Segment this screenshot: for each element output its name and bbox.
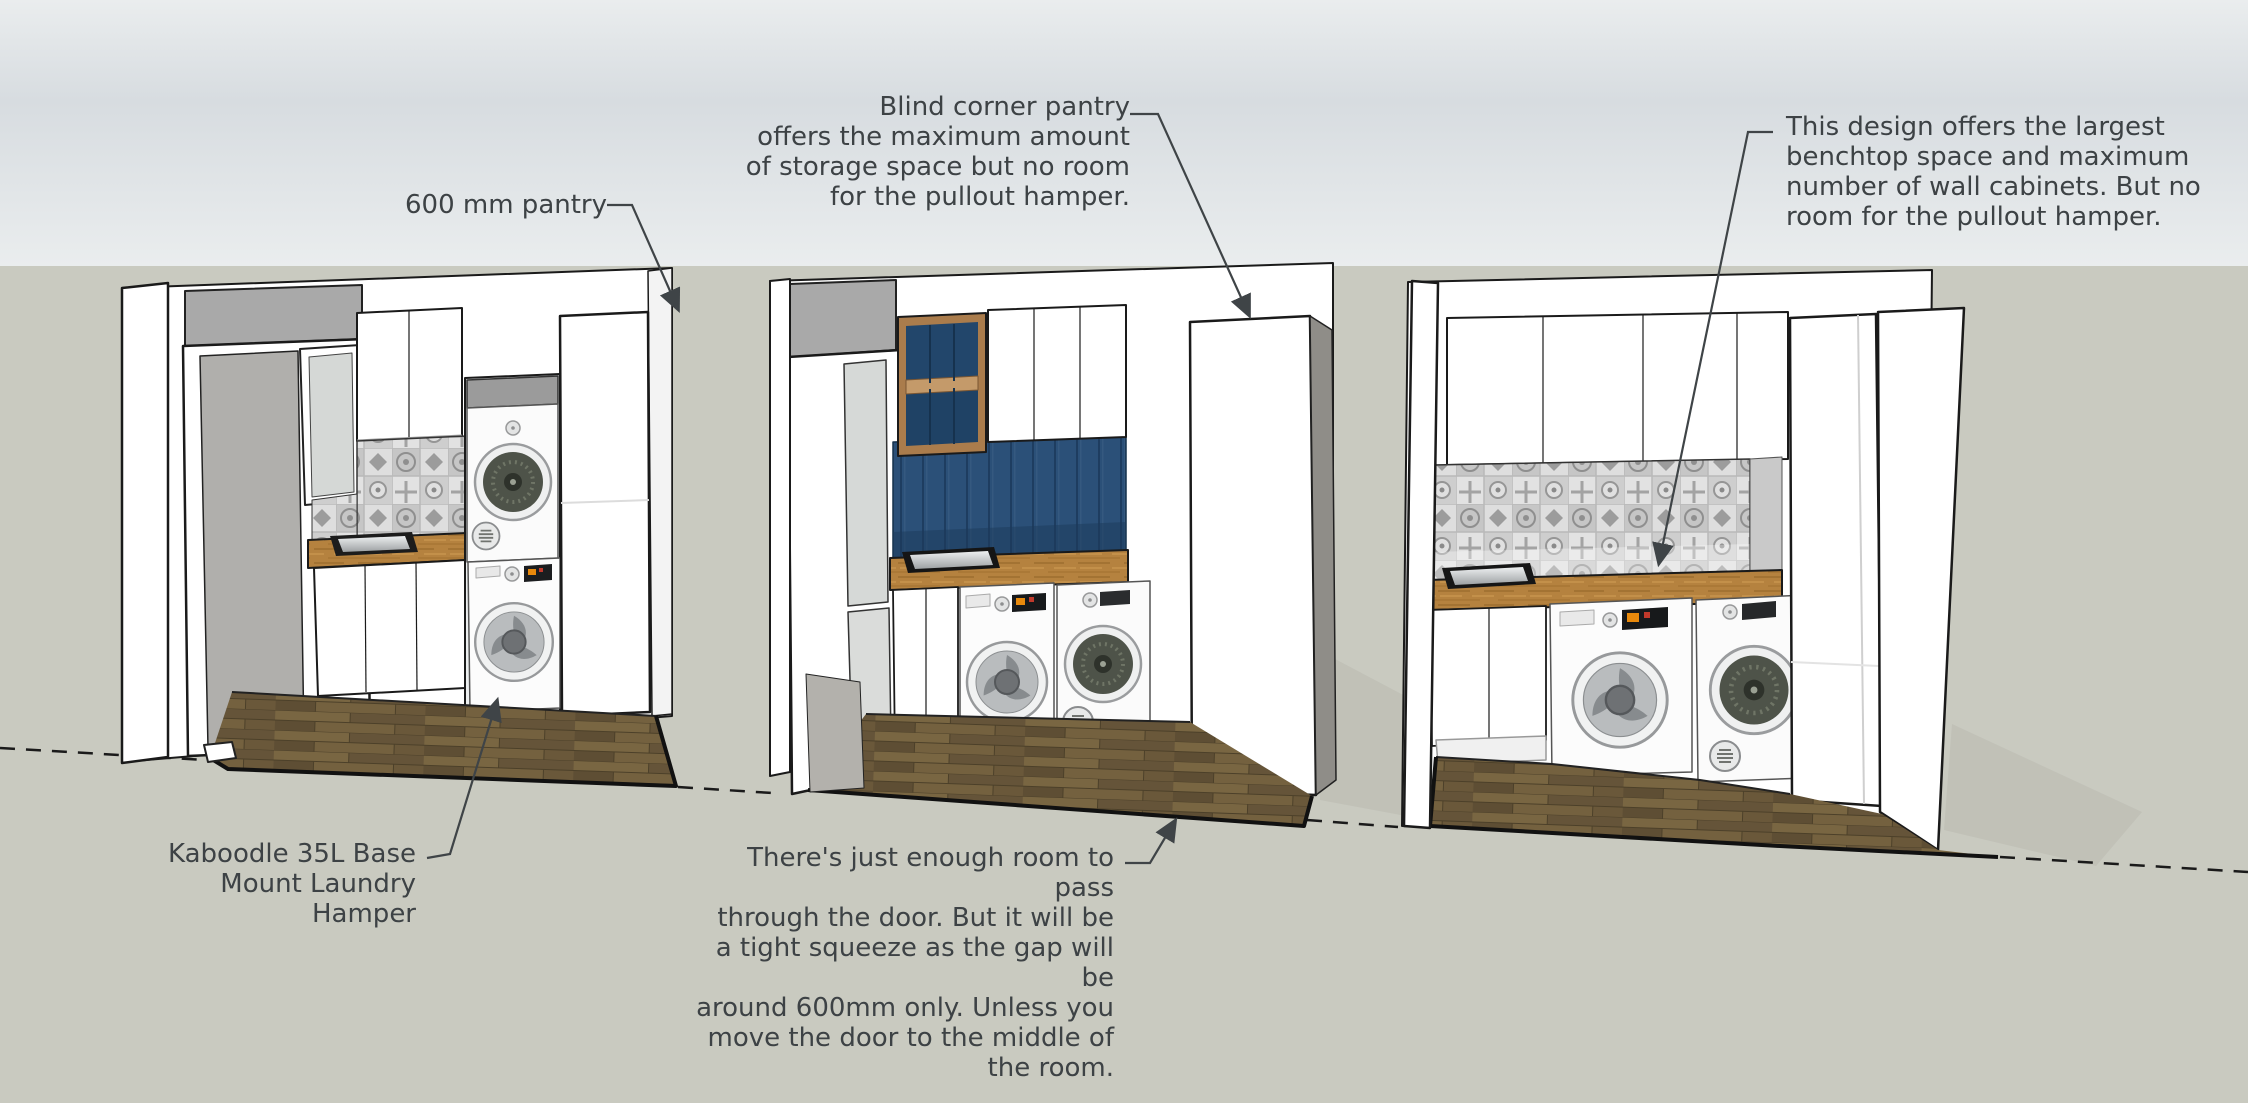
leader-blind-corner: [1130, 112, 1251, 320]
door-reveal: [805, 673, 865, 793]
left-wall: [769, 278, 791, 777]
wood-floor: [1428, 756, 1999, 859]
pantry-600mm: [558, 310, 652, 718]
annotation-leader-lines: [426, 112, 1773, 865]
door-soffit: [789, 279, 897, 358]
leader-600mm-pantry: [607, 203, 681, 314]
door-opening: [199, 350, 305, 749]
door-glass-upper: [843, 359, 889, 607]
wood-floor: [208, 691, 678, 788]
design-option-1: [120, 267, 678, 788]
annotation-kaboodle-hamper: Kaboodle 35L Base Mount Laundry Hamper: [168, 839, 416, 929]
kickboard: [1435, 735, 1547, 765]
leader-largest-benchtop: [1652, 130, 1773, 568]
left-wall: [120, 281, 170, 765]
sky-background: [0, 0, 2248, 266]
wall-cabinets: [1446, 311, 1789, 466]
dryer: [1695, 594, 1807, 783]
pantry-side-shadow: [1309, 315, 1337, 796]
sink: [330, 532, 418, 556]
leader-door-gap: [1125, 817, 1178, 865]
washing-machine: [1549, 597, 1693, 777]
stacked-washer: [467, 557, 561, 713]
dashed-ground-line: [0, 746, 2248, 874]
leader-kaboodle: [426, 696, 502, 860]
blind-corner-pantry: [1188, 314, 1337, 797]
niche-shelf: [466, 375, 559, 409]
door-window-glass: [308, 352, 355, 498]
left-wall: [1402, 279, 1440, 830]
door-soffit: [184, 284, 363, 347]
sink: [902, 547, 1000, 573]
annotation-door-gap: There's just enough room to pass through…: [696, 843, 1114, 1083]
upper-cabinets: [356, 307, 463, 443]
tall-cabinet: [1788, 312, 1884, 808]
open-timber-shelf: [897, 312, 987, 457]
base-cabinets: [1429, 605, 1547, 765]
right-wall-return: [647, 267, 673, 717]
base-cabinets-hamper: [313, 559, 466, 697]
annotation-largest-benchtop: This design offers the largest benchtop …: [1786, 112, 2201, 232]
design-option-3: [1401, 269, 1999, 859]
annotation-600mm-pantry: 600 mm pantry: [405, 190, 607, 220]
stacked-dryer: [466, 403, 559, 563]
sink: [1442, 563, 1536, 589]
tile-splashback: [356, 435, 468, 547]
door-sill: [203, 741, 237, 763]
design-option-2: [769, 262, 1337, 828]
annotation-blind-corner-pantry: Blind corner pantry offers the maximum a…: [745, 92, 1130, 212]
wood-floor: [807, 713, 1314, 828]
upper-cabinets: [987, 304, 1127, 443]
